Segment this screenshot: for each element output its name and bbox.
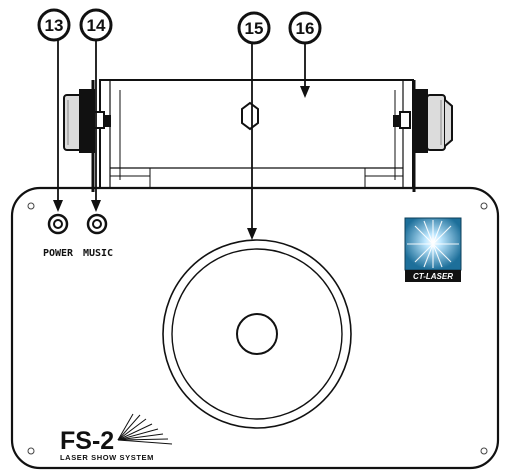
right-knob <box>393 89 453 153</box>
callout-16-label: 16 <box>296 19 315 38</box>
callout-13-label: 13 <box>45 16 64 35</box>
device-body <box>10 186 500 470</box>
callout-arrowheads <box>53 86 310 240</box>
screw-bottom-left <box>27 447 35 455</box>
arrow-14-icon <box>91 200 101 212</box>
left-knob <box>63 89 111 153</box>
bracket-frame <box>99 79 414 189</box>
callout-16: 16 <box>288 11 322 45</box>
laser-lens <box>162 239 352 429</box>
logo-text: CT-LASER <box>413 272 453 281</box>
callout-14: 14 <box>79 8 113 42</box>
arrow-15-icon <box>247 228 257 240</box>
model-name: FS-2 <box>60 427 114 455</box>
model-branding: FS-2 LASER SHOW SYSTEM <box>60 413 173 462</box>
mounting-bracket <box>91 79 416 192</box>
callout-14-label: 14 <box>87 16 106 35</box>
callout-15-label: 15 <box>245 19 264 38</box>
screw-top-right <box>480 202 488 210</box>
power-knob <box>47 213 69 235</box>
power-label: POWER <box>43 248 74 259</box>
ct-laser-logo: CT-LASER <box>404 217 462 282</box>
arrow-13-icon <box>53 200 63 212</box>
callout-15: 15 <box>237 11 271 45</box>
callout-leaders <box>57 40 306 232</box>
screw-bottom-right <box>480 447 488 455</box>
branding-rays-icon <box>117 413 173 445</box>
model-tagline: LASER SHOW SYSTEM <box>60 453 154 462</box>
callout-13: 13 <box>37 8 71 42</box>
center-bolt <box>241 101 259 131</box>
logo-text-bar <box>405 270 461 282</box>
screw-top-left <box>27 202 35 210</box>
music-label: MUSIC <box>83 248 113 259</box>
arrow-16-icon <box>300 86 310 98</box>
music-knob <box>86 213 108 235</box>
